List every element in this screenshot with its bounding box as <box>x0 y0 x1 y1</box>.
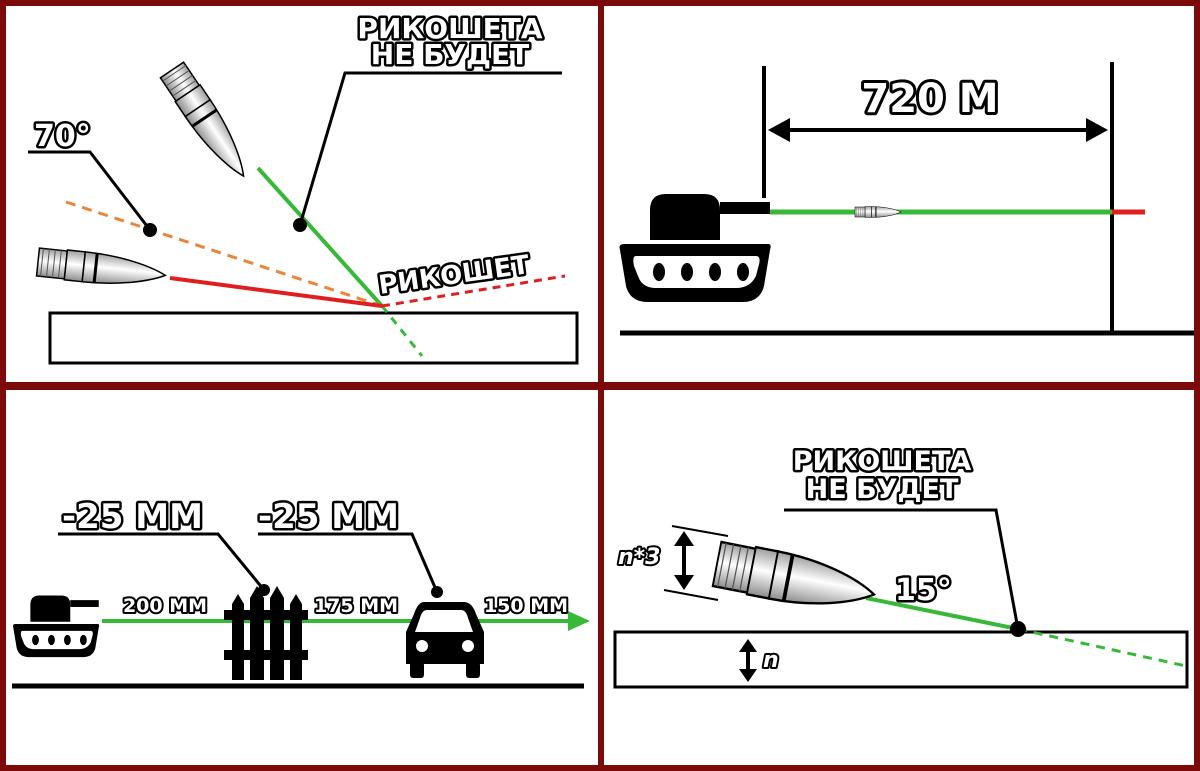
panel-penetration-background <box>6 390 598 765</box>
armor-thickness-label: n <box>763 648 779 673</box>
caliber-guide-bottom <box>663 589 719 601</box>
segment-label-3: 150 ММ <box>484 595 568 617</box>
leader-dot <box>293 218 307 232</box>
segment-label-1: 200 ММ <box>123 595 207 617</box>
leader-line <box>258 532 439 593</box>
arrowhead-left <box>768 118 790 142</box>
arrowhead-up <box>739 639 757 652</box>
panel-caliber-background <box>604 390 1194 765</box>
red-trajectory <box>169 276 383 308</box>
arrowhead-up <box>674 531 694 546</box>
leader-line <box>28 150 152 231</box>
arrowhead-down <box>674 575 694 590</box>
no-ricochet-label-line1: РИКОШЕТА <box>793 446 972 477</box>
panel-caliber: n*3 n 15° РИКОШЕТА НЕ БУДЕТ <box>613 444 1189 689</box>
arrowhead-right <box>1086 118 1108 142</box>
leader-line <box>784 508 1020 630</box>
armor-plate <box>613 630 1189 689</box>
no-ricochet-label-line1: РИКОШЕТА <box>357 12 542 45</box>
green-trajectory <box>256 166 384 308</box>
leader-dot <box>143 223 157 237</box>
leader-dot <box>1010 621 1026 637</box>
distance-label: 720 М <box>861 76 998 122</box>
no-ricochet-label-line2: НЕ БУДЕТ <box>371 38 529 71</box>
angle-70-label: 70° <box>34 119 91 154</box>
no-ricochet-label-line2: НЕ БУДЕТ <box>806 474 959 505</box>
leader-dot <box>431 586 443 598</box>
leader-line <box>58 532 266 591</box>
angle-15-label: 15° <box>895 573 952 608</box>
panel-ricochet: РИКОШЕТА НЕ БУДЕТ 70° РИКОШЕТ <box>28 10 579 365</box>
green-penetration-dashed <box>1017 627 1187 668</box>
armor-plate <box>48 311 579 365</box>
leader-line <box>298 71 562 226</box>
caliber-label: n*3 <box>618 545 660 570</box>
orange-70-degree-line <box>65 200 383 308</box>
caliber-guide-top <box>671 525 729 537</box>
green-trajectory <box>865 596 1019 631</box>
red-ricochet-dashed <box>381 274 566 308</box>
panel-penetration: -25 ММ -25 ММ 200 ММ 175 ММ 150 ММ <box>12 495 590 689</box>
penetration-loss-label-fence: -25 ММ <box>62 497 203 537</box>
car-obstacle-icon <box>406 602 484 678</box>
arrowhead <box>568 611 590 631</box>
penetration-loss-label-car: -25 ММ <box>258 497 399 537</box>
panel-range: 720 М <box>619 62 1194 336</box>
fence-obstacle-icon <box>224 586 308 680</box>
segment-label-2: 175 ММ <box>314 595 398 617</box>
green-penetration-dashed <box>380 305 424 357</box>
arrowhead-down <box>739 669 757 682</box>
leader-dot <box>258 584 270 596</box>
